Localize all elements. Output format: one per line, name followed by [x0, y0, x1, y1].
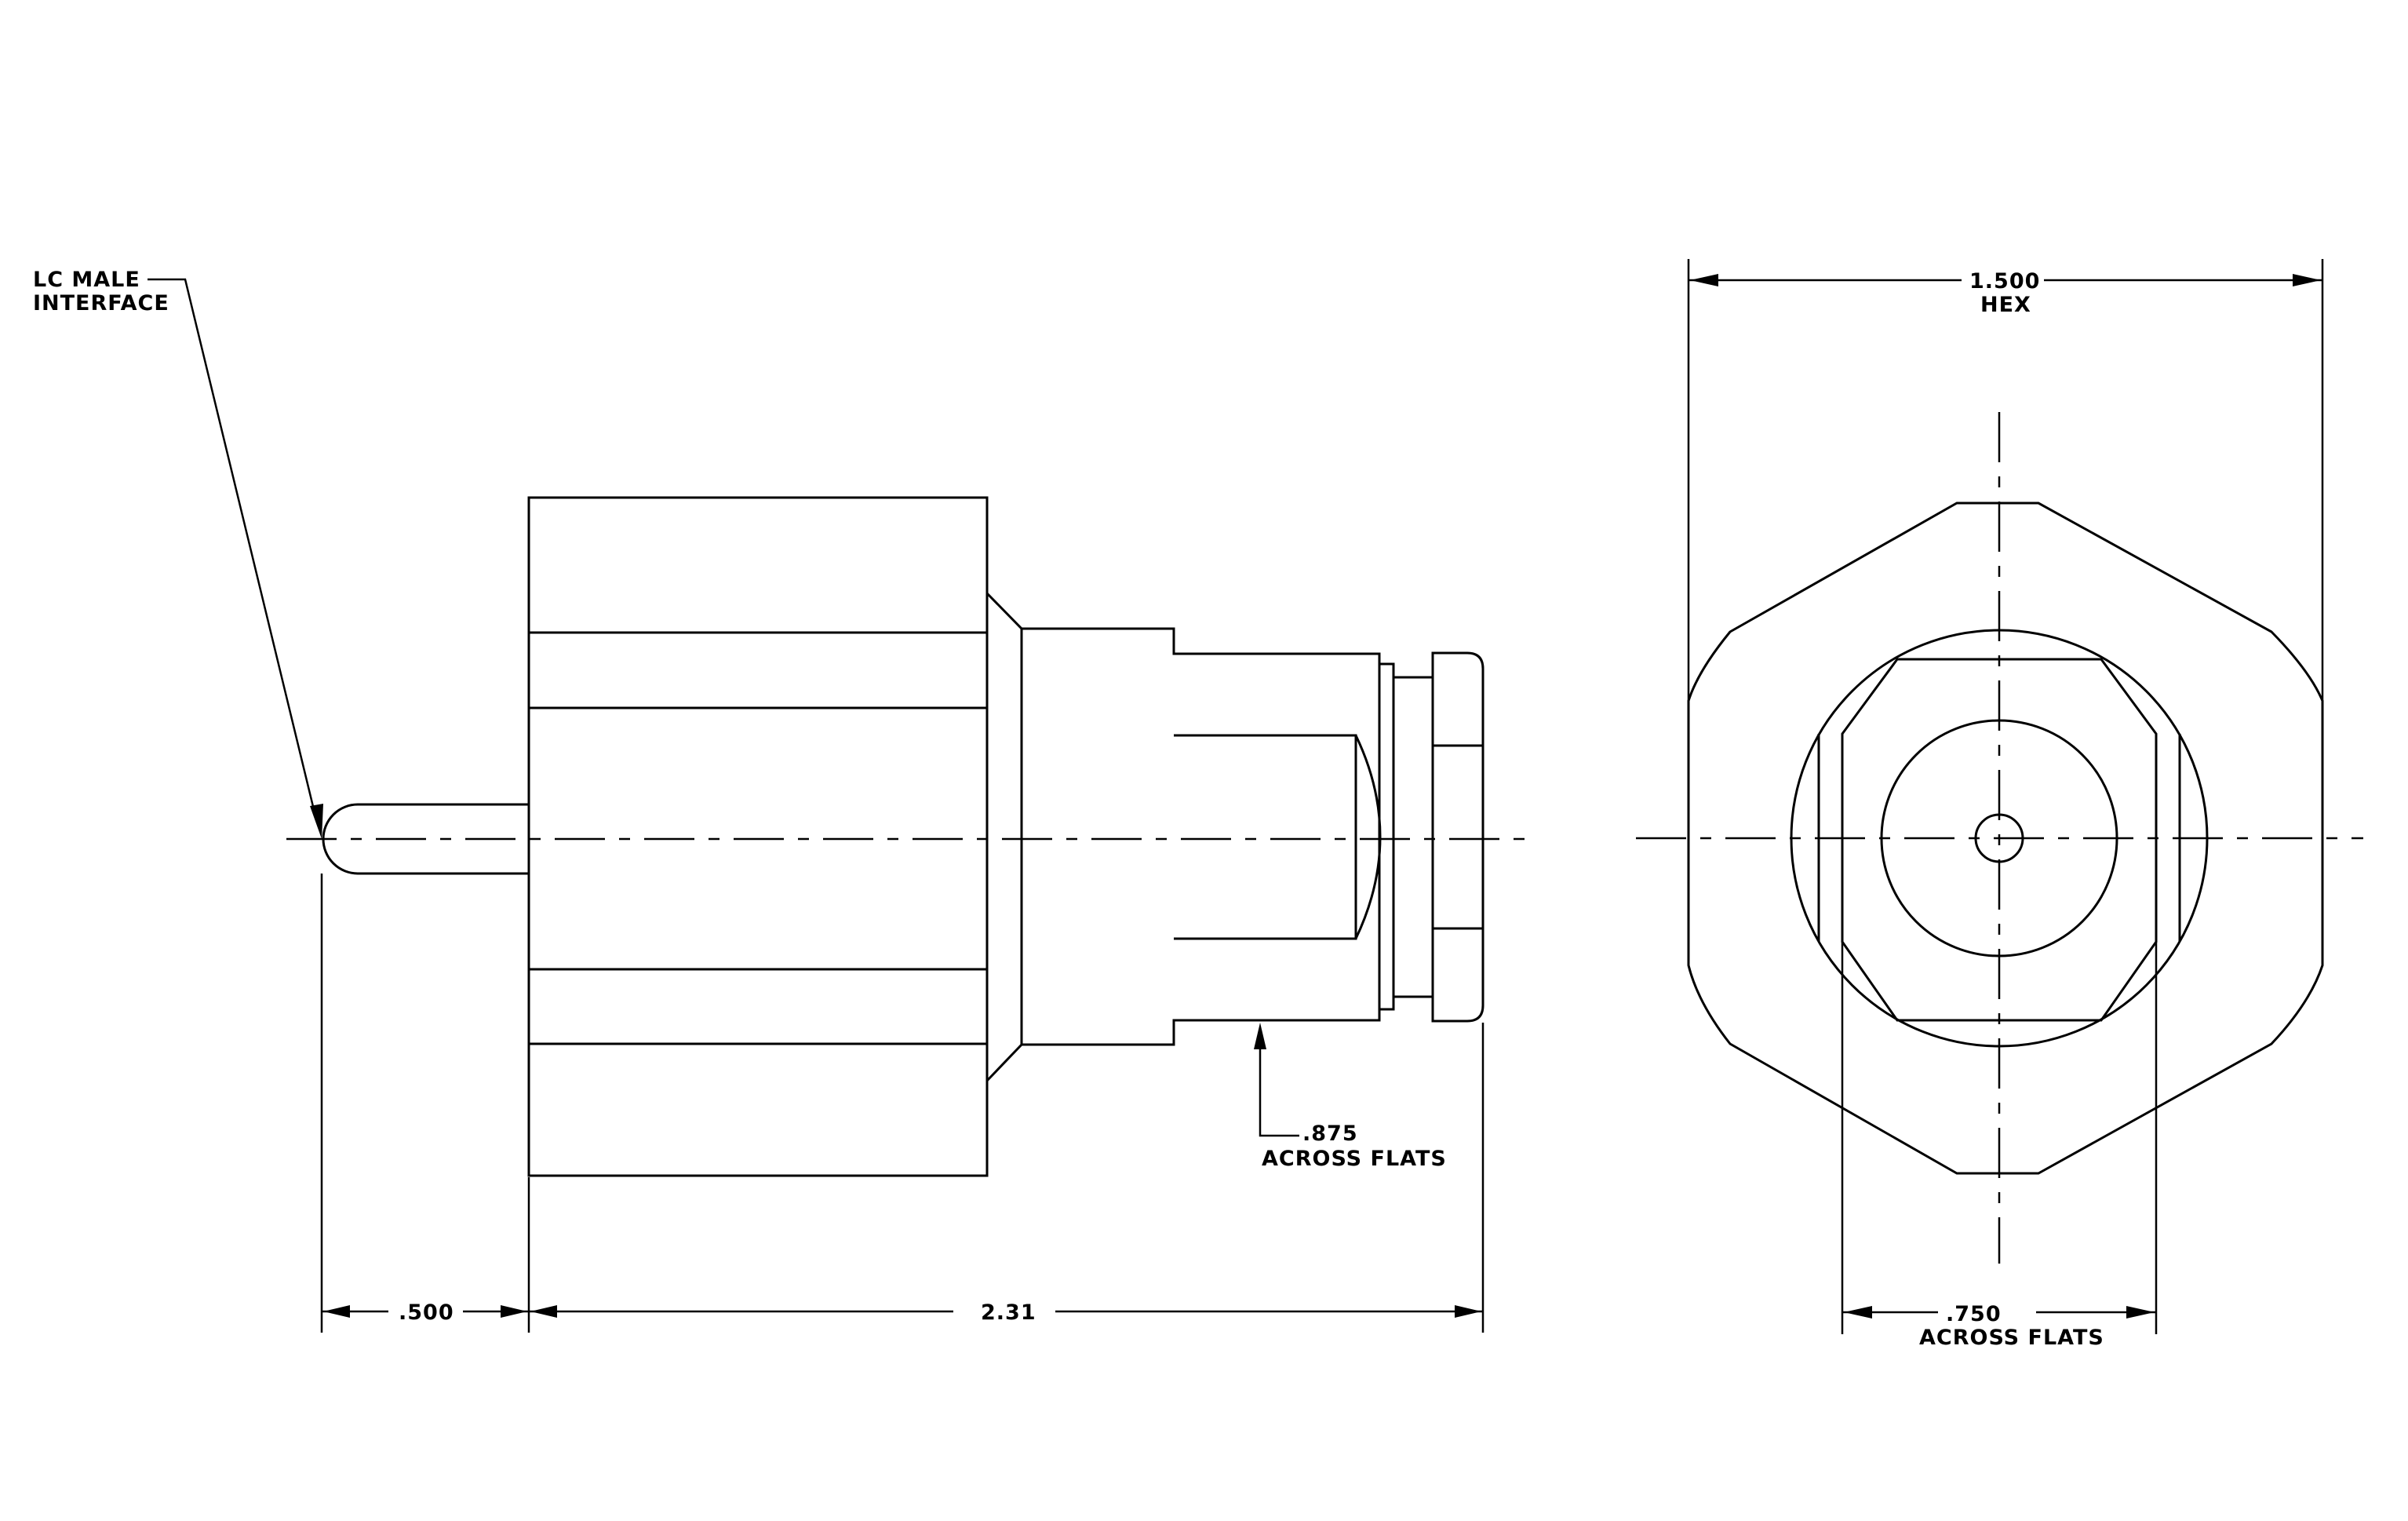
flange-ring: [1378, 662, 1395, 1011]
inner-curve: [1354, 735, 1382, 939]
leader-arrow: [310, 804, 323, 839]
inner-hex: [1841, 658, 2158, 1022]
leader-arrow: [1254, 1023, 1266, 1049]
dim-231-label: 2.31: [981, 1300, 1036, 1325]
side-view: [286, 496, 1536, 1177]
taper: [985, 592, 1023, 1082]
end-nut: [1431, 651, 1485, 1023]
dim-500-label: .500: [399, 1300, 454, 1325]
flats750-label: ACROSS FLATS: [1919, 1326, 2104, 1350]
lc-male-label: LC MALE: [33, 268, 140, 292]
flats750-label: .750: [1946, 1302, 2002, 1326]
flats750-dimension: .750 ACROSS FLATS: [1841, 942, 2158, 1350]
flats875-leader: .875 ACROSS FLATS: [1254, 1023, 1447, 1171]
hex-dim-label: 1.500: [1969, 269, 2040, 294]
hex-dimension: 1.500 HEX: [1687, 259, 2324, 701]
inner-step: [1174, 734, 1357, 940]
lc-male-leader: LC MALE INTERFACE: [33, 268, 323, 839]
flange-ring: [1392, 676, 1434, 998]
body-section: [1022, 627, 1381, 1046]
flats875-label: .875: [1302, 1122, 1358, 1146]
flats875-label: ACROSS FLATS: [1262, 1147, 1447, 1171]
bottom-dimensions: .500 2.31: [320, 874, 1485, 1333]
lc-male-label: INTERFACE: [33, 291, 169, 316]
hex-outline: [1687, 502, 2324, 1175]
end-view: [1636, 412, 2363, 1264]
hex-body: [527, 496, 989, 1177]
hex-dim-label: HEX: [1980, 293, 2031, 317]
